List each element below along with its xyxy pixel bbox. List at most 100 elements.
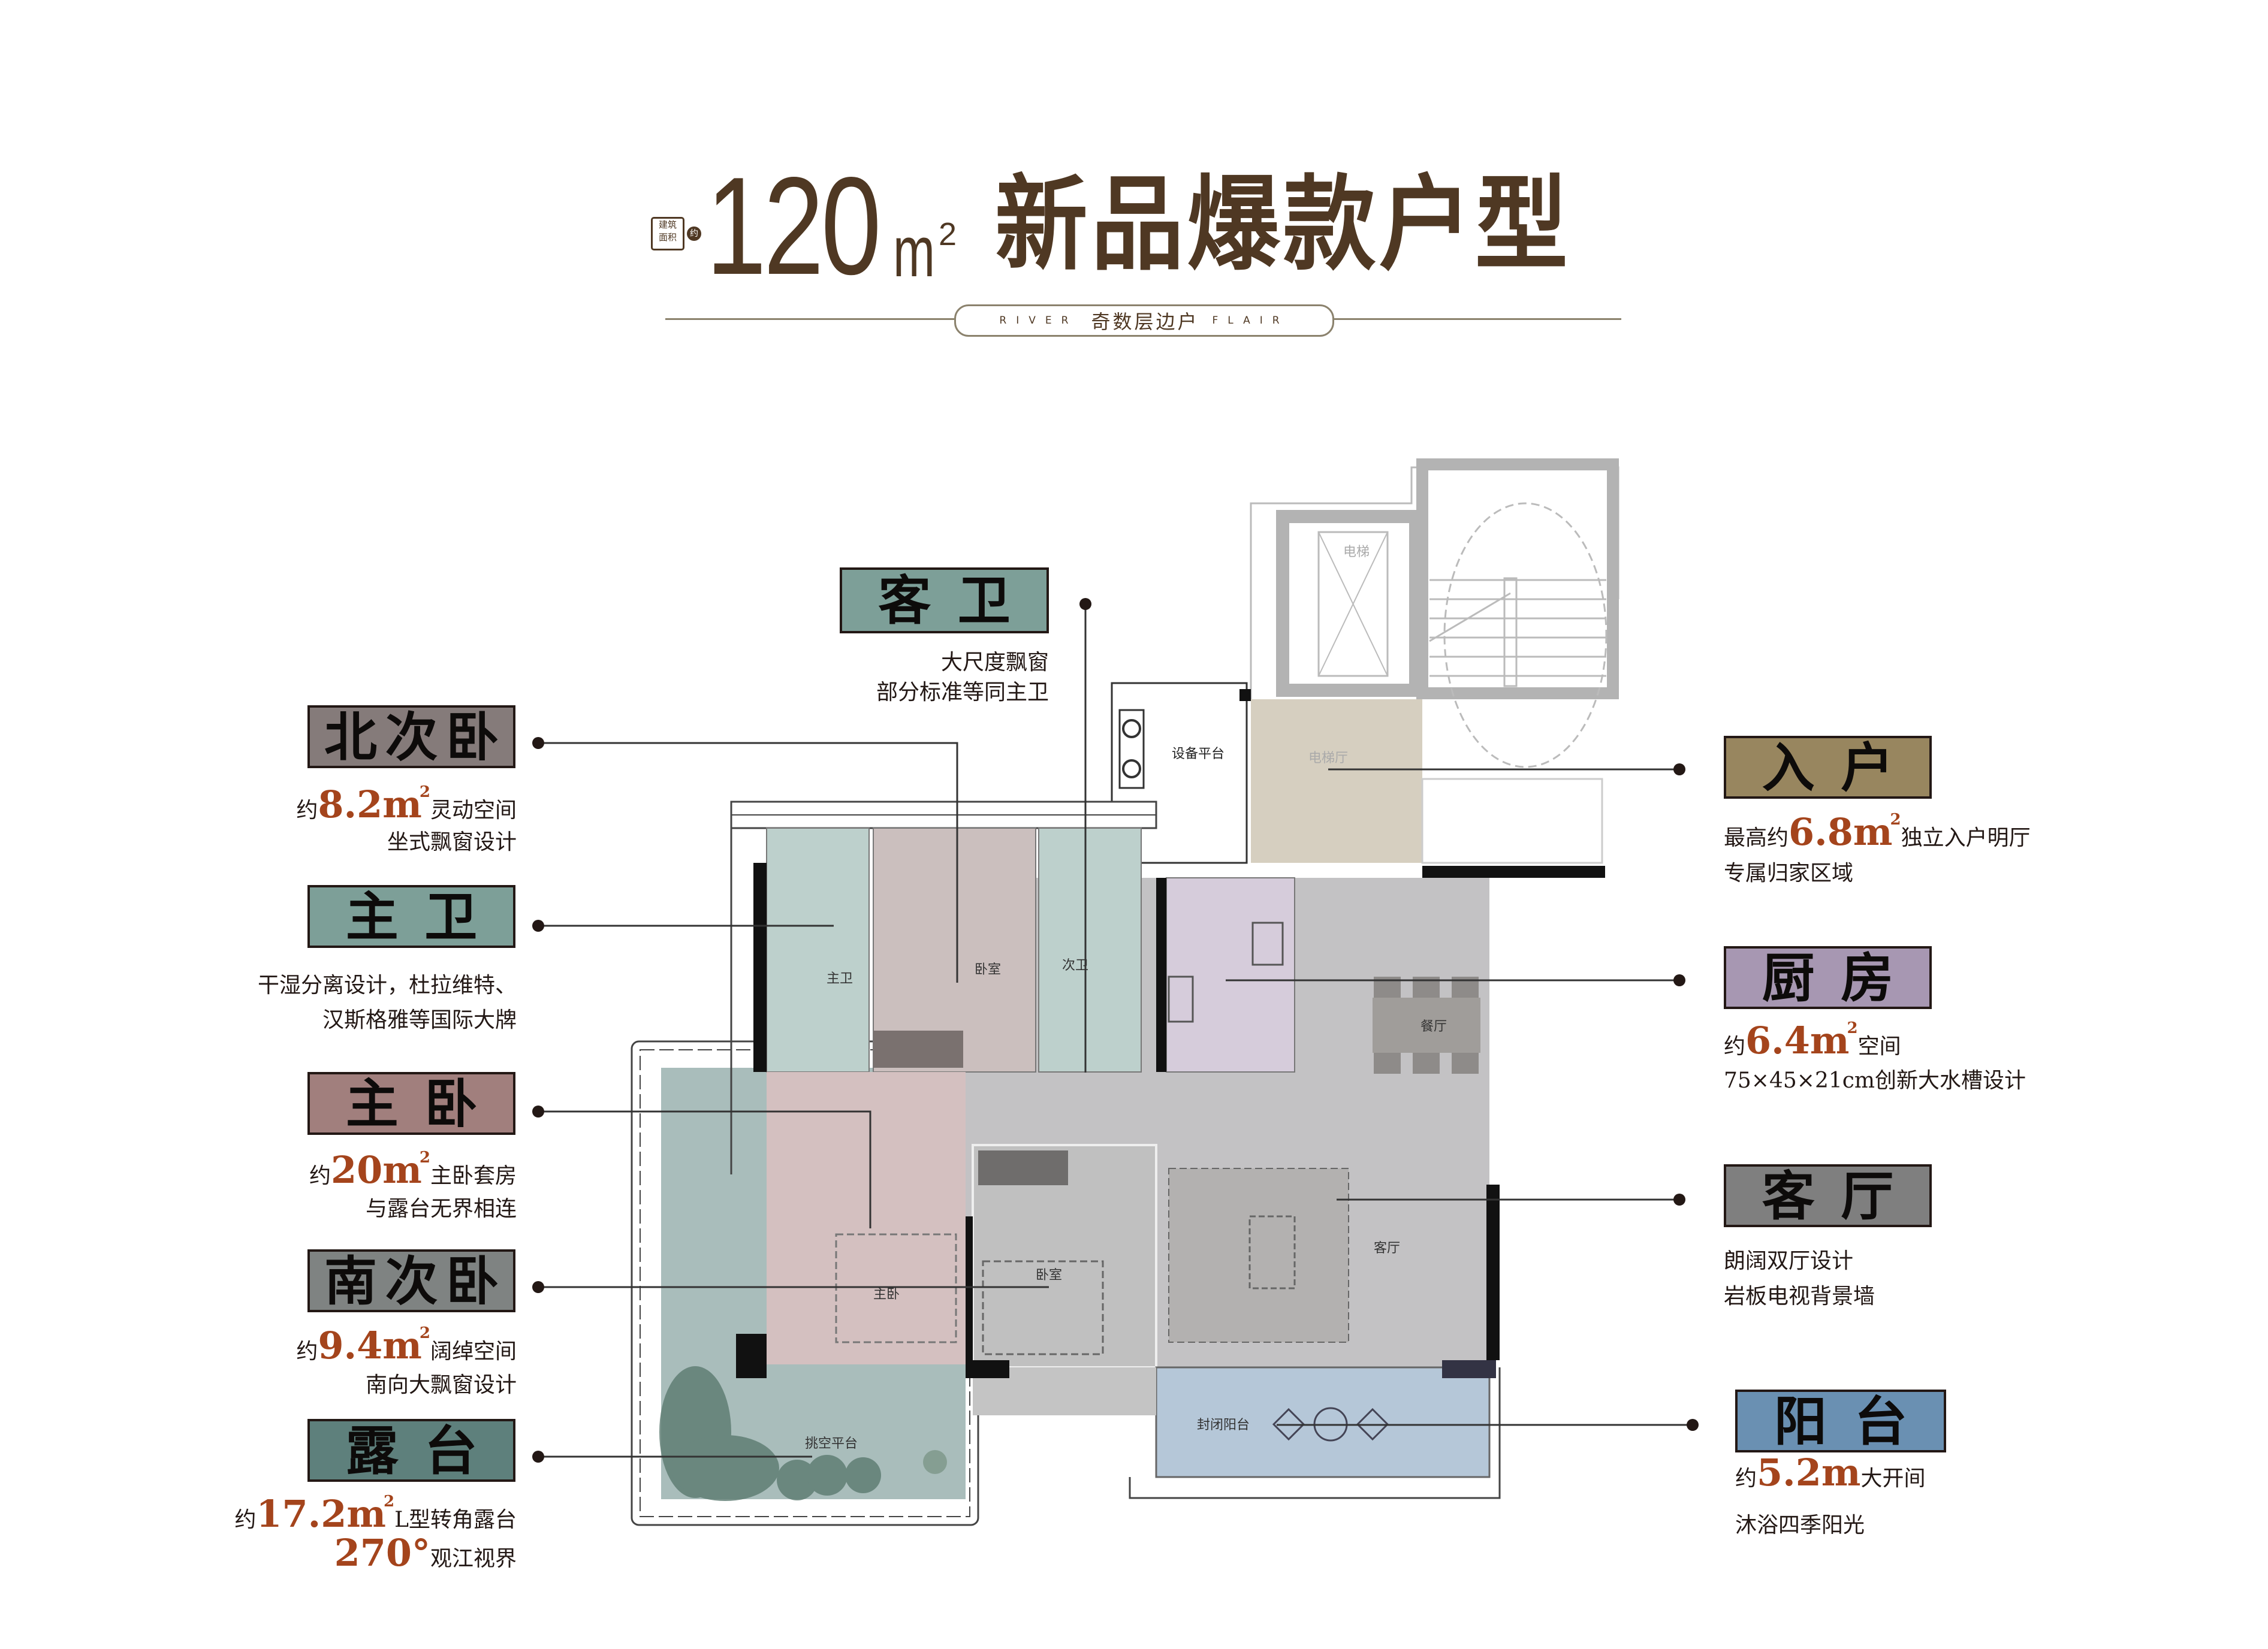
- callout-title-char: 卧: [445, 705, 499, 768]
- area-value: 9.4m: [318, 1324, 422, 1367]
- prefix: 约: [309, 1164, 331, 1188]
- area-unit-superscript: 2: [939, 216, 957, 252]
- prefix: 约: [1724, 1034, 1746, 1059]
- north-bedroom-desc-2: 坐式飘窗设计: [387, 830, 517, 854]
- coffee-table-icon: [1248, 1215, 1296, 1289]
- living-desc-2: 岩板电视背景墙: [1724, 1284, 1875, 1309]
- superscript: 2: [1890, 811, 1901, 829]
- callout-title-char: 主: [345, 1072, 399, 1135]
- prefix: 约: [234, 1508, 257, 1532]
- callout-title-char: 户: [1841, 736, 1894, 799]
- area-value: 6.8m: [1789, 810, 1893, 854]
- room-guest-bath: [1038, 827, 1142, 1073]
- callout-title-char: 卧: [424, 1072, 478, 1135]
- elevator-icon: [1317, 531, 1389, 677]
- page-title: 新品爆款户型: [995, 164, 1572, 285]
- suffix: 大开间: [1860, 1466, 1926, 1491]
- callout-title-char: 房: [1841, 946, 1894, 1009]
- north-bedroom-desc-1: 约8.2m2灵动空间: [296, 779, 517, 824]
- bed-icon: [982, 1260, 1104, 1355]
- ac-unit-icon: [1122, 719, 1141, 738]
- callout-title-char: 厅: [1841, 1164, 1894, 1227]
- prefix: 约: [296, 798, 318, 823]
- superscript: 2: [383, 1493, 395, 1511]
- label-equipment-platform: 设备平台: [1172, 747, 1225, 762]
- leader-dot: [532, 1281, 544, 1293]
- callout-master-bath: 主卫: [307, 885, 515, 948]
- master-bath-desc-2: 汉斯格雅等国际大牌: [322, 1008, 517, 1032]
- wardrobe-icon: [873, 1031, 963, 1068]
- leader-dot: [532, 920, 544, 932]
- callout-title-char: 北: [324, 705, 378, 768]
- leader-dot: [1079, 598, 1091, 610]
- entry-desc-1: 最高约6.8m2独立入户明厅: [1724, 807, 2031, 851]
- terrace-desc-1: 约17.2m2L型转角露台: [234, 1488, 517, 1533]
- callout-title-char: 主: [345, 885, 399, 948]
- guest-bath-desc-1: 大尺度飘窗: [940, 650, 1049, 675]
- ac-unit-icon: [1122, 759, 1141, 778]
- suffix: 观江视界: [430, 1547, 517, 1571]
- callout-title-char: 次: [385, 1249, 438, 1312]
- suffix: 空间: [1857, 1034, 1901, 1059]
- label-north-bedroom: 卧室: [975, 962, 1001, 977]
- leader-dot: [1673, 974, 1685, 986]
- balcony-desc-2: 沐浴四季阳光: [1735, 1513, 1865, 1538]
- callout-title-char: 厨: [1762, 946, 1815, 1009]
- suffix: 独立入户明厅: [1901, 826, 2031, 850]
- structural-walls: [736, 689, 1605, 1378]
- badge-line: 建筑: [658, 219, 677, 230]
- sofa-rug-icon: [1168, 1168, 1349, 1343]
- tagline-right: FLAIR: [1212, 315, 1289, 327]
- terrace-desc-2: 270°观江视界: [334, 1535, 517, 1572]
- label-master-bath: 主卫: [827, 971, 853, 986]
- master-bath-desc-1: 干湿分离设计，杜拉维特、: [257, 973, 517, 998]
- label-terrace: 挑空平台: [805, 1436, 858, 1451]
- leader-lines: [542, 604, 1693, 1458]
- label-living: 客厅: [1374, 1241, 1400, 1256]
- leader-dot: [532, 1451, 544, 1463]
- callout-title-char: 客: [878, 569, 931, 632]
- area-value: 5.2m: [1757, 1451, 1861, 1494]
- callout-living: 客厅: [1724, 1164, 1932, 1227]
- building-core: [1250, 458, 1619, 768]
- label-balcony: 封闭阳台: [1197, 1418, 1250, 1433]
- badge-about: 约: [687, 226, 701, 241]
- area-value: 6.4m: [1745, 1019, 1850, 1062]
- leader-dot: [532, 737, 544, 749]
- leader-dot: [1673, 1194, 1685, 1206]
- area-value: 8.2m: [318, 783, 422, 826]
- prefix: 约: [1735, 1466, 1757, 1491]
- label-south-bedroom: 卧室: [1036, 1268, 1062, 1283]
- master-bedroom-desc-1: 约20m2主卧套房: [309, 1144, 517, 1189]
- callout-title-char: 次: [385, 705, 438, 768]
- callout-title-char: 客: [1762, 1164, 1815, 1227]
- dining-table-icon: [1373, 998, 1480, 1053]
- callout-terrace: 露台: [307, 1419, 515, 1482]
- callout-title-char: 台: [424, 1419, 478, 1482]
- callout-title-char: 卧: [445, 1249, 499, 1312]
- room-balcony: [1155, 1366, 1491, 1478]
- master-bedroom-desc-2: 与露台无界相连: [365, 1197, 517, 1221]
- entry-desc-2: 专属归家区域: [1724, 861, 1854, 886]
- room-kitchen: [1166, 877, 1295, 1073]
- building-area-badge: 建筑 面积: [651, 217, 684, 250]
- superscript: 2: [419, 1324, 430, 1342]
- area-value: 17.2m: [256, 1492, 386, 1536]
- kitchen-desc-1: 约6.4m2空间: [1724, 1015, 1901, 1060]
- callout-title-char: 入: [1762, 736, 1815, 799]
- superscript: 2: [419, 1149, 430, 1167]
- view-angle: 270°: [334, 1531, 430, 1575]
- label-dining: 餐厅: [1420, 1019, 1447, 1034]
- label-master-bedroom: 主卧: [873, 1287, 900, 1302]
- balcony-desc-1: 约5.2m大开间: [1735, 1454, 1926, 1492]
- master-bed-icon: [835, 1233, 957, 1343]
- callout-entry: 入户: [1724, 736, 1932, 799]
- stairs-icon: [1429, 577, 1606, 687]
- label-elevator-hall: 电梯厅: [1308, 751, 1348, 766]
- callout-balcony: 阳台: [1735, 1390, 1946, 1452]
- callout-north-bedroom: 北次卧: [307, 705, 515, 768]
- sink-icon: [1251, 922, 1284, 966]
- prefix: 约: [296, 1339, 318, 1364]
